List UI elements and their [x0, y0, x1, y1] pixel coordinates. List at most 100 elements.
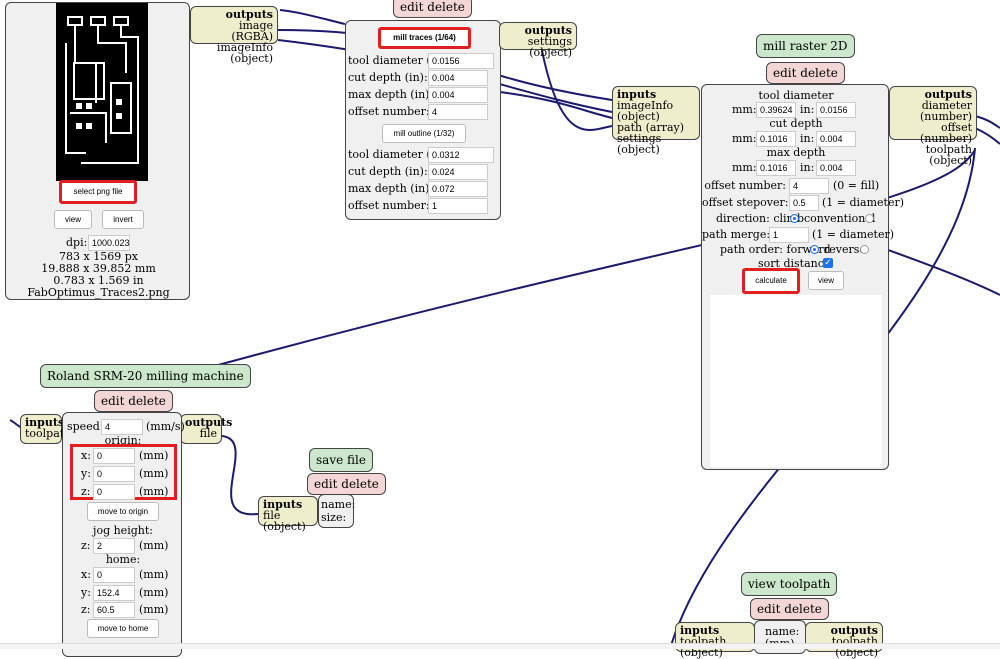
dpi-label: dpi: [66, 236, 88, 249]
inputs-title: inputs [617, 88, 657, 101]
home-z-input[interactable]: 60.5 [93, 602, 135, 618]
origin-x-input[interactable]: 0 [93, 448, 135, 464]
dpi-input[interactable]: 1000.023 [88, 235, 130, 251]
traces-tool-diameter-input[interactable]: 0.0156 [428, 53, 494, 69]
speed-input[interactable]: 4 [101, 419, 143, 435]
path-order-reverse-label: reverse [824, 243, 866, 256]
jog-height-label: jog height: [93, 524, 153, 537]
horizontal-scrollbar[interactable] [0, 643, 1000, 649]
output-port[interactable]: imageInfo (object) [216, 41, 273, 65]
max-depth-mm-input[interactable]: 0.1016 [756, 160, 796, 176]
wire-file-to-save [221, 435, 259, 516]
offset-number-input[interactable]: 4 [789, 178, 829, 194]
move-to-home-button[interactable]: move to home [87, 619, 159, 638]
output-port[interactable]: offset (number) [920, 121, 972, 145]
input-port[interactable]: file (object) [263, 509, 306, 533]
offset-number-hint: (0 = fill) [833, 179, 880, 192]
direction-conventional-radio[interactable] [865, 214, 874, 223]
max-depth-in-input[interactable]: 0.004 [816, 160, 856, 176]
origin-z-input[interactable]: 0 [93, 484, 135, 500]
name-label: name: [321, 498, 356, 511]
y-label: y: [81, 586, 91, 599]
outputs-title: outputs [924, 88, 972, 101]
roland-edit-delete[interactable]: edit delete [94, 390, 173, 412]
settings-module: mill traces (1/64) tool diameter (in): 0… [345, 20, 501, 220]
tool-diameter-mm-input[interactable]: 0.39624 [756, 102, 796, 118]
raster-title: mill raster 2D [756, 34, 855, 58]
calculate-button[interactable]: calculate [742, 268, 800, 294]
cut-depth-in-input[interactable]: 0.004 [816, 131, 856, 147]
output-port[interactable]: image (RGBA) [231, 19, 273, 43]
y-label: y: [81, 467, 91, 480]
roland-title: Roland SRM-20 milling machine [40, 364, 251, 388]
sort-distance-label: sort distance: [758, 257, 835, 270]
outline-max-depth-input[interactable]: 0.072 [428, 181, 488, 197]
wire-raster-out-right [974, 127, 1000, 145]
raster-module: tool diameter mm: 0.39624 in: 0.0156 cut… [701, 84, 904, 470]
input-port[interactable]: toolpath [25, 427, 72, 440]
inputs-title: inputs [263, 498, 303, 511]
view-edit-delete[interactable]: edit delete [750, 598, 829, 620]
path-merge-label: path merge: [702, 228, 771, 241]
view-toolpath-title: view toolpath [741, 572, 838, 596]
filename: FabOptimus_Traces2.png [27, 286, 170, 299]
traces-max-depth-input[interactable]: 0.004 [428, 87, 488, 103]
input-port[interactable]: imageInfo (object) [617, 99, 674, 123]
mm-label: mm: [732, 161, 757, 174]
inputs-title: inputs [25, 416, 65, 429]
move-to-origin-button[interactable]: move to origin [87, 502, 159, 521]
save-edit-delete[interactable]: edit delete [307, 473, 386, 495]
raster-edit-delete[interactable]: edit delete [766, 62, 845, 84]
in-info: 0.783 x 1.569 in [53, 274, 144, 287]
save-title: save file [309, 448, 373, 472]
input-port[interactable]: settings (object) [617, 132, 662, 156]
traces-offset-number-input[interactable]: 4 [428, 104, 488, 120]
view-button[interactable]: view [54, 210, 92, 229]
offset-stepover-hint: (1 = diameter) [822, 196, 905, 209]
outline-offset-number-input[interactable]: 1 [428, 198, 488, 214]
home-y-input[interactable]: 152.4 [93, 585, 135, 601]
invert-button[interactable]: invert [102, 210, 144, 229]
offset-stepover-input[interactable]: 0.5 [789, 195, 819, 211]
cut-depth-mm-input[interactable]: 0.1016 [756, 131, 796, 147]
output-port[interactable]: toolpath (object) [925, 143, 972, 167]
z-label: z: [81, 603, 91, 616]
traces-cut-depth-input[interactable]: 0.004 [428, 70, 488, 86]
output-port[interactable]: file [199, 427, 217, 440]
sort-distance-checkbox[interactable]: ✓ [823, 258, 833, 268]
jog-z-input[interactable]: 2 [93, 538, 135, 554]
tool-diameter-label: tool diameter (in): [348, 54, 450, 67]
select-png-file-button[interactable]: select png file [59, 180, 137, 204]
direction-label: direction: climb [716, 212, 805, 225]
home-x-input[interactable]: 0 [93, 567, 135, 583]
max-depth-label-2: max depth (in): [348, 182, 434, 195]
mill-traces-button[interactable]: mill traces (1/64) [378, 27, 471, 49]
tool-diameter-heading: tool diameter [758, 89, 834, 102]
wire-settings-to-raster-2 [499, 91, 613, 119]
origin-y-input[interactable]: 0 [93, 466, 135, 482]
settings-edit-delete[interactable]: edit delete [393, 0, 472, 18]
path-order-forward-radio[interactable] [810, 245, 819, 254]
output-port[interactable]: settings (object) [527, 35, 572, 59]
outputs-title: outputs [524, 24, 572, 37]
offset-number-label: offset number: [704, 179, 786, 192]
z-label: z: [81, 539, 91, 552]
pcb-traces-graphic [65, 16, 139, 164]
path-order-reverse-radio[interactable] [860, 245, 869, 254]
wire-raster-side [887, 249, 1000, 296]
direction-climb-radio[interactable] [790, 214, 799, 223]
mm-unit: (mm) [139, 485, 169, 498]
tool-diameter-in-input[interactable]: 0.0156 [816, 102, 856, 118]
input-port[interactable]: path (array) [617, 121, 685, 134]
view-button[interactable]: view [808, 271, 844, 290]
outline-tool-diameter-input[interactable]: 0.0312 [428, 147, 494, 163]
mm-label: mm: [732, 103, 757, 116]
z-label: z: [81, 485, 91, 498]
max-depth-heading: max depth [766, 146, 826, 159]
outline-cut-depth-input[interactable]: 0.024 [428, 164, 488, 180]
mm-info: 19.888 x 39.852 mm [41, 262, 156, 275]
output-port[interactable]: diameter (number) [920, 99, 972, 123]
mill-outline-button[interactable]: mill outline (1/32) [382, 124, 466, 143]
path-merge-input[interactable]: 1 [769, 227, 809, 243]
x-label: x: [81, 449, 91, 462]
